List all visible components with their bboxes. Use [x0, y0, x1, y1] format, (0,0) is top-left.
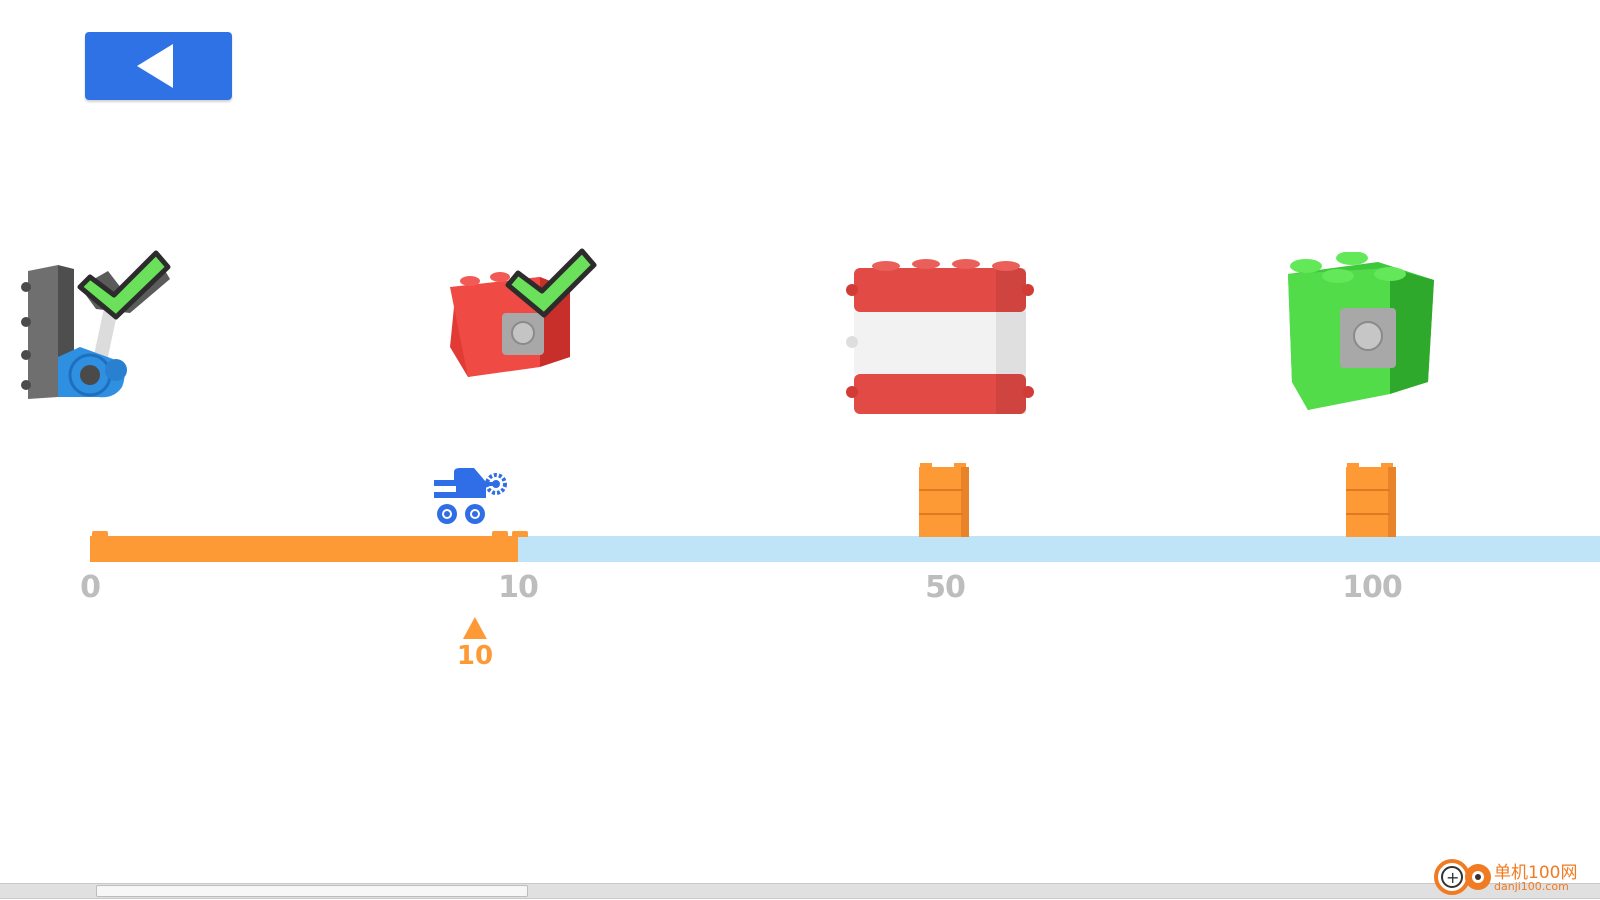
svg-text:+: +: [1446, 868, 1459, 887]
checkmark-icon: [77, 250, 171, 320]
triangle-up-icon: [463, 617, 487, 639]
tick-label: 50: [925, 570, 966, 605]
red-chest-reward[interactable]: [440, 247, 600, 397]
red-white-block-icon: [846, 259, 1034, 414]
green-chest-icon: [1288, 252, 1434, 410]
watermark-text: 单机100网: [1494, 863, 1578, 883]
watermark-logo-icon: +: [1434, 859, 1491, 895]
watermark-url: danji100.com: [1494, 880, 1569, 893]
triangle-left-icon: [137, 44, 173, 88]
horizontal-scrollbar[interactable]: [0, 883, 1600, 899]
hinge-part-reward[interactable]: [18, 247, 178, 407]
tick-label: 0: [80, 570, 101, 605]
hinge-part-icon: [21, 265, 127, 399]
green-chest-reward[interactable]: [1278, 252, 1448, 422]
track-stud: [92, 531, 108, 537]
brick-marker-icon: [1346, 463, 1396, 537]
progress-marker: 10: [457, 617, 493, 671]
watermark: + 单机100网 danji100.com: [1432, 856, 1596, 898]
back-button[interactable]: [85, 32, 232, 100]
progress-value: 10: [456, 641, 494, 671]
tick-label: 100: [1342, 570, 1403, 605]
track-stud: [512, 531, 528, 537]
track-fill: [90, 536, 518, 562]
track-stud: [492, 531, 508, 537]
checkmark-icon: [505, 248, 597, 318]
red-white-block-reward[interactable]: [846, 258, 1036, 420]
tick-label: 10: [498, 570, 539, 605]
track-remaining: [518, 536, 1600, 562]
vehicle-icon: [434, 468, 507, 524]
red-chest-icon: [450, 272, 570, 377]
brick-marker-icon: [919, 463, 969, 537]
scrollbar-thumb[interactable]: [96, 885, 528, 897]
